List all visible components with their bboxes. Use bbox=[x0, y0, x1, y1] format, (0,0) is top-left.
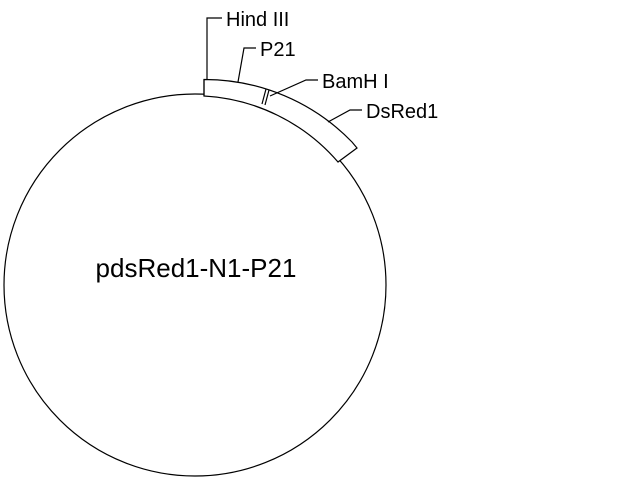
p21-leader-line bbox=[237, 47, 256, 83]
plasmid-name: pdsRed1-N1-P21 bbox=[96, 253, 297, 283]
dsred1-feature-arrow bbox=[203, 78, 358, 163]
dsred1-label: DsRed1 bbox=[366, 101, 438, 123]
bamh1-site-tick-2 bbox=[264, 89, 270, 106]
plasmid-backbone bbox=[3, 93, 387, 477]
bamh1-label: BamH I bbox=[322, 71, 389, 93]
hind3-leader-line bbox=[206, 17, 222, 80]
bamh1-leader-line bbox=[269, 79, 318, 97]
p21-label: P21 bbox=[260, 39, 296, 61]
hind3-label: Hind III bbox=[226, 9, 289, 31]
dsred1-leader-line bbox=[327, 109, 362, 123]
bamh1-site-tick-1 bbox=[261, 88, 267, 105]
